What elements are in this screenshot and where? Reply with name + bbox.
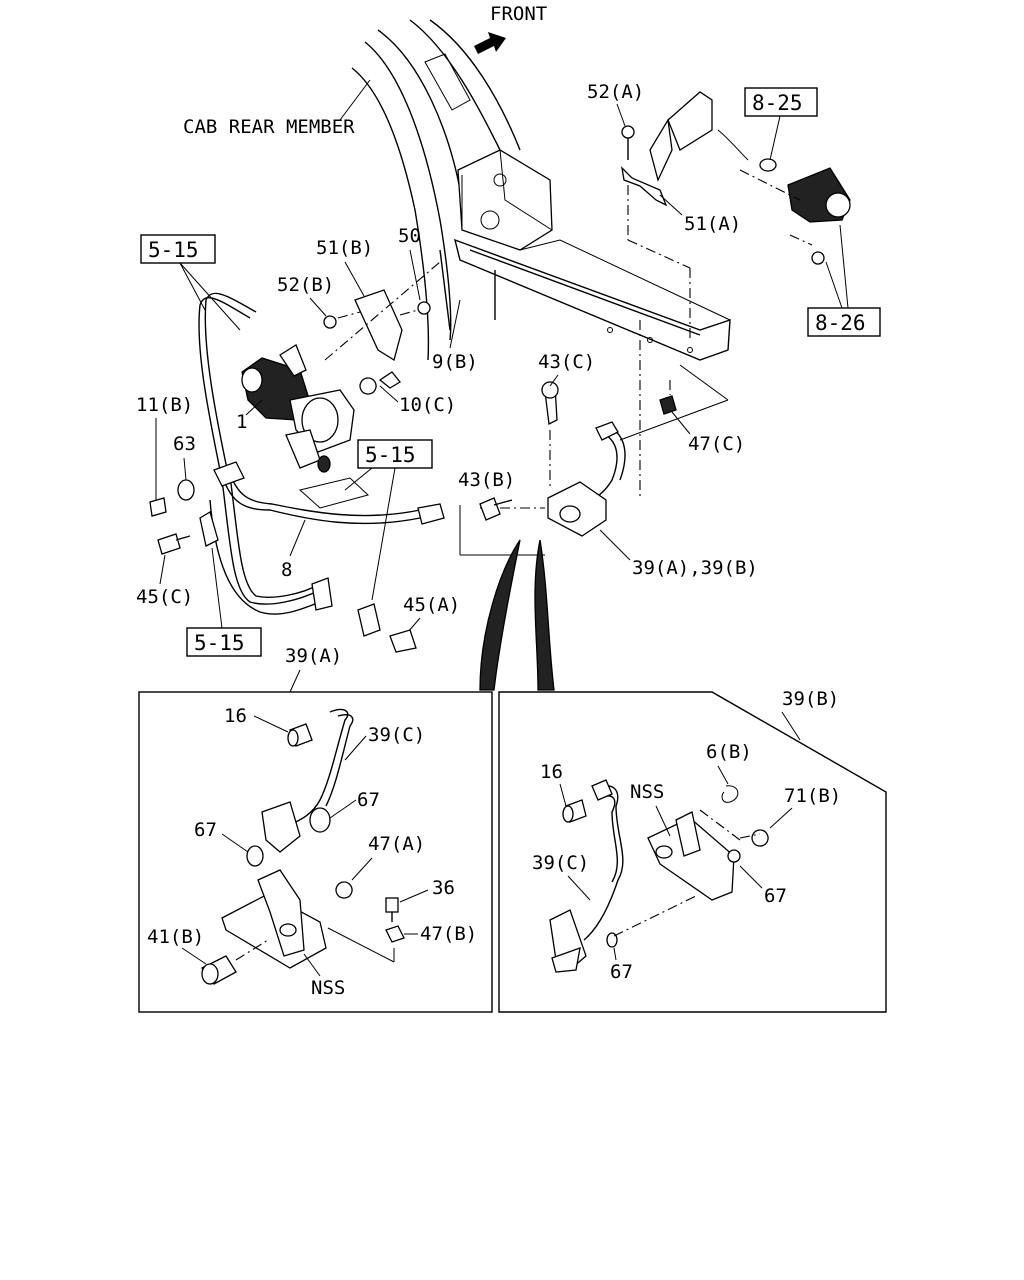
label-50: 50 — [398, 225, 421, 247]
solenoid-assembly — [621, 91, 851, 340]
front-arrow-icon — [474, 32, 506, 54]
valve-assembly — [241, 261, 441, 473]
label-39ab: 39(A),39(B) — [632, 557, 758, 579]
detail-b-label-16: 16 — [540, 761, 563, 783]
detail-a-title: 39(A) — [285, 645, 342, 667]
detail-a-label-67-right: 67 — [357, 789, 380, 811]
detail-a-label-39c: 39(C) — [368, 724, 425, 746]
lever-assembly — [459, 320, 729, 691]
label-52b: 52(B) — [277, 274, 334, 296]
detail-panel-b: 39(B) — [498, 688, 887, 1013]
detail-b-label-67-bottom: 67 — [610, 961, 633, 983]
ref-5-15-box-a — [140, 234, 216, 264]
label-11b: 11(B) — [136, 394, 193, 416]
detail-b-label-nss: NSS — [630, 781, 664, 803]
ref-8-26-box — [807, 307, 881, 337]
detail-a-label-47a: 47(A) — [368, 833, 425, 855]
detail-b-frame — [498, 691, 887, 1013]
label-47c: 47(C) — [688, 433, 745, 455]
label-9b: 9(B) — [432, 351, 478, 373]
ref-5-15-b: 5-15 — [365, 443, 416, 467]
detail-a-frame — [138, 691, 493, 1013]
detail-b-label-71b: 71(B) — [784, 785, 841, 807]
detail-b-label-6b: 6(B) — [706, 741, 752, 763]
label-51a: 51(A) — [684, 213, 741, 235]
cab-rear-member: CAB REAR MEMBER — [183, 19, 731, 361]
label-1: 1 — [236, 411, 247, 433]
label-8: 8 — [281, 559, 292, 581]
pipes — [198, 292, 445, 615]
label-45c: 45(C) — [136, 586, 193, 608]
detail-a-label-47b: 47(B) — [420, 923, 477, 945]
ref-5-15-box-c — [186, 627, 262, 657]
front-indicator: FRONT — [474, 3, 547, 54]
front-label: FRONT — [490, 3, 547, 25]
ref-5-15-a: 5-15 — [148, 238, 199, 262]
ref-8-25: 8-25 — [752, 91, 803, 115]
ref-5-15-c: 5-15 — [194, 631, 245, 655]
detail-a-label-67-left: 67 — [194, 819, 217, 841]
detail-a-label-36: 36 — [432, 877, 455, 899]
label-43c: 43(C) — [538, 351, 595, 373]
ref-8-26: 8-26 — [815, 311, 866, 335]
detail-panel-a: 39(A) — [138, 645, 493, 1013]
label-10c: 10(C) — [399, 394, 456, 416]
label-52a: 52(A) — [587, 81, 644, 103]
cab-rear-member-label: CAB REAR MEMBER — [183, 116, 355, 138]
detail-a-label-nss: NSS — [311, 977, 345, 999]
ref-8-25-box — [744, 87, 818, 117]
detail-a-label-41b: 41(B) — [147, 926, 204, 948]
detail-b-label-39c: 39(C) — [532, 852, 589, 874]
detail-b-label-67-right: 67 — [764, 885, 787, 907]
detail-a-label-16: 16 — [224, 705, 247, 727]
label-45a: 45(A) — [403, 594, 460, 616]
detail-b-title: 39(B) — [782, 688, 839, 710]
label-63: 63 — [173, 433, 196, 455]
label-43b: 43(B) — [458, 469, 515, 491]
label-51b: 51(B) — [316, 237, 373, 259]
